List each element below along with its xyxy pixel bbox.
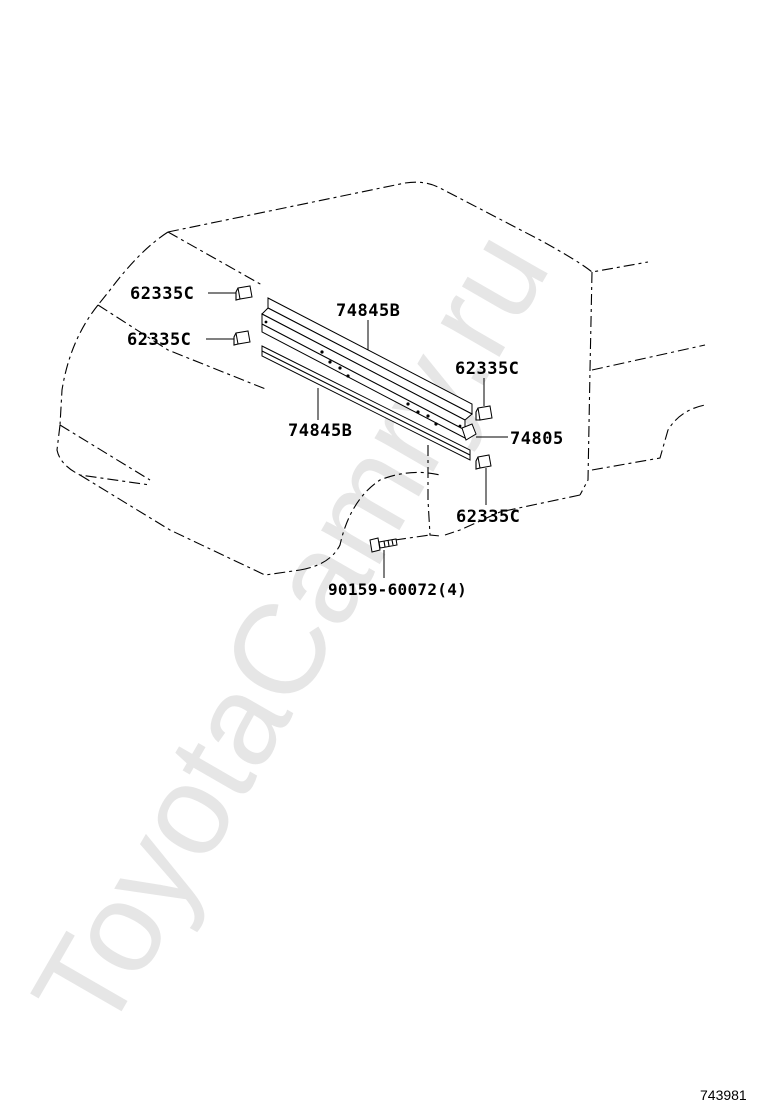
- label-clip-top-upper: 62335C: [130, 284, 194, 304]
- label-bolt: 90159-60072(4): [328, 580, 467, 599]
- carrier-bracket: [461, 423, 477, 441]
- clip-right-upper: [475, 405, 493, 421]
- clip-right-lower: [475, 454, 492, 470]
- bolt: [369, 537, 398, 553]
- label-clip-top-lower: 62335C: [127, 330, 191, 350]
- roof-rail-lower: [261, 345, 471, 461]
- vehicle-body-outline: [56, 181, 706, 576]
- label-carrier-bracket: 74805: [510, 429, 564, 449]
- label-clip-right-lower: 62335C: [456, 507, 520, 527]
- label-rail-lower: 74845B: [288, 421, 352, 441]
- clip-top-upper: [235, 285, 253, 301]
- label-clip-right-upper: 62335C: [455, 359, 519, 379]
- figure-id: 743981: [700, 1087, 747, 1103]
- leader-lines: [206, 292, 508, 578]
- clip-top-lower: [233, 330, 251, 346]
- roof-rail-upper: [261, 297, 473, 439]
- label-rail-upper: 74845B: [336, 301, 400, 321]
